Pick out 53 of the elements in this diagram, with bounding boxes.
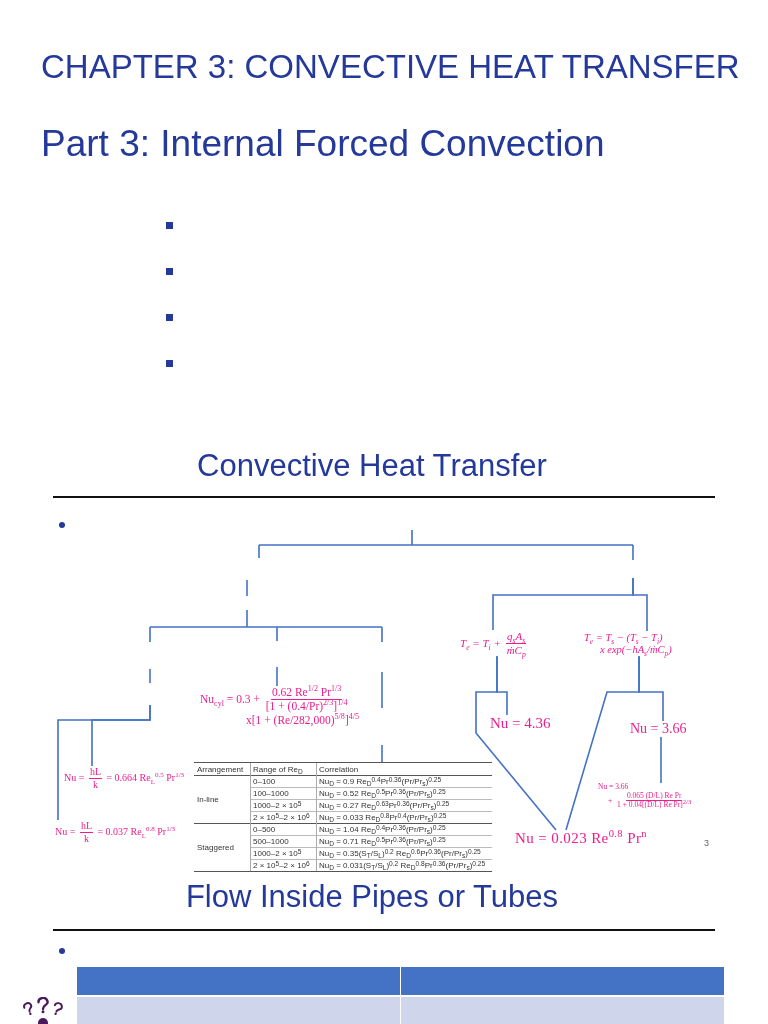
equation-text: Nu = (64, 772, 85, 784)
equation-text: T$_{e}$ = T$_{s}$ − (T$_{s}$ − T$_{i}$) (584, 631, 663, 643)
row-label: In-line (197, 794, 219, 804)
equation-text: Nu = (55, 826, 76, 838)
column-header: Arrangement (197, 764, 244, 774)
range-text: 500–1000 (253, 836, 289, 846)
range-text: 1000–2 × 10$^{5}$ (253, 848, 302, 858)
correlation-text: Nu$_{D}$ = 0.52 Re$_{D}$$^{0.5}$Pr$^{0.36}$(Pr/Pr$_{s}$)$^{0.25}$ (319, 788, 446, 798)
connector-line (565, 655, 640, 831)
equation: Nu = 4.36 (490, 715, 551, 733)
range-text: 1000–2 × 10$^{5}$ (253, 800, 302, 810)
connector-line (276, 666, 278, 687)
connector-line (660, 736, 662, 784)
range-text: 2 × 10$^{5}$–2 × 10$^{6}$ (253, 812, 310, 822)
fraction-numerator: q$_{s}$A$_{s}$ (506, 630, 527, 644)
range-text: 100–1000 (253, 788, 289, 798)
correlation-text: Nu$_{D}$ = 0.031(S$_{T}$/S$_{L}$)$^{0.2}$ Re$_{D}$$^{0.8}$Pr$^{0.36}$(Pr/Pr$_{s}$)$^{0.25}$ (319, 860, 486, 870)
fraction-denominator: k (82, 832, 90, 844)
correlation-text: Nu$_{D}$ = 0.35(S$_{T}$/S$_{L}$)$^{0.2}$ Re$_{D}$$^{0.6}$Pr$^{0.36}$(Pr/Pr$_{s}$)$^{0.25}$ (319, 848, 481, 858)
connector-line (632, 577, 648, 632)
correlation-text: Nu$_{D}$ = 0.71 Re$_{D}$$^{0.5}$Pr$^{0.36}$(Pr/Pr$_{s}$)$^{0.25}$ (319, 836, 446, 846)
equation-text: = 0.664 Re$_{L}$$^{0.5}$ Pr$^{1/3}$ (106, 772, 185, 784)
equation-text: x[1 + (Re/282,000)$^{5/8}$]$^{4/5}$ (246, 714, 359, 727)
slide-heading: Flow Inside Pipes or Tubes (185, 879, 559, 915)
connector-line (57, 704, 151, 821)
range-text: 0–500 (253, 824, 276, 834)
fraction-numerator: hL (88, 766, 102, 779)
fraction-numerator: 0.62 Re$^{1/2}$ Pr$^{1/3}$ (270, 686, 343, 701)
equation-text: x exp(−hA$_{s}$/ṁC$_{p}$) (600, 644, 672, 656)
correlation-text: Nu$_{D}$ = 0.27 Re$_{D}$$^{0.63}$Pr$^{0.36}$(Pr/Pr$_{s}$)$^{0.25}$ (319, 800, 450, 810)
chapter-title: CHAPTER 3: CONVECTIVE HEAT TRANSFER (41, 48, 740, 86)
fraction-numerator: hL (79, 820, 93, 833)
range-text: 2 × 10$^{5}$–2 × 10$^{6}$ (253, 860, 310, 870)
page-number: 3 (704, 838, 709, 849)
connector-line (381, 744, 383, 763)
fraction-denominator: k (91, 778, 99, 790)
slide-heading: Convective Heat Transfer (197, 448, 547, 484)
equation-text: T$_{e}$ = T$_{i}$ + (460, 636, 501, 649)
column-header: Range of Re$_{D}$ (253, 764, 303, 774)
equation-text: = 0.037 Re$_{L}$$^{0.8}$ Pr$^{1/3}$ (97, 826, 176, 838)
column-header: Correlation (319, 764, 359, 774)
equation: Nu = 3.66 (630, 721, 687, 738)
row-label: Staggered (197, 842, 234, 852)
correlation-text: Nu$_{D}$ = 0.9 Re$_{D}$$^{0.4}$Pr$^{0.36}$(Pr/Pr$_{s}$)$^{0.25}$ (319, 776, 442, 786)
equation-text: Nu$_{cyl}$ = 0.3 + (200, 693, 260, 706)
range-text: 0–100 (253, 776, 276, 786)
slide-title: Part 3: Internal Forced Convection (41, 123, 605, 166)
data-table (194, 762, 492, 872)
equation: Nu = 0.023 Re$^{0.8}$ Pr$^{n}$ (515, 830, 647, 848)
correlation-text: Nu$_{D}$ = 0.033 Re$_{D}$$^{0.8}$Pr$^{0.4}$(Pr/Pr$_{s}$)$^{0.25}$ (319, 812, 447, 822)
correlation-text: Nu$_{D}$ = 1.04 Re$_{D}$$^{0.4}$Pr$^{0.36}$(Pr/Pr$_{s}$)$^{0.25}$ (319, 824, 446, 834)
connector-line (475, 655, 557, 831)
fraction-denominator: ṁC$_{p}$ (505, 643, 527, 657)
